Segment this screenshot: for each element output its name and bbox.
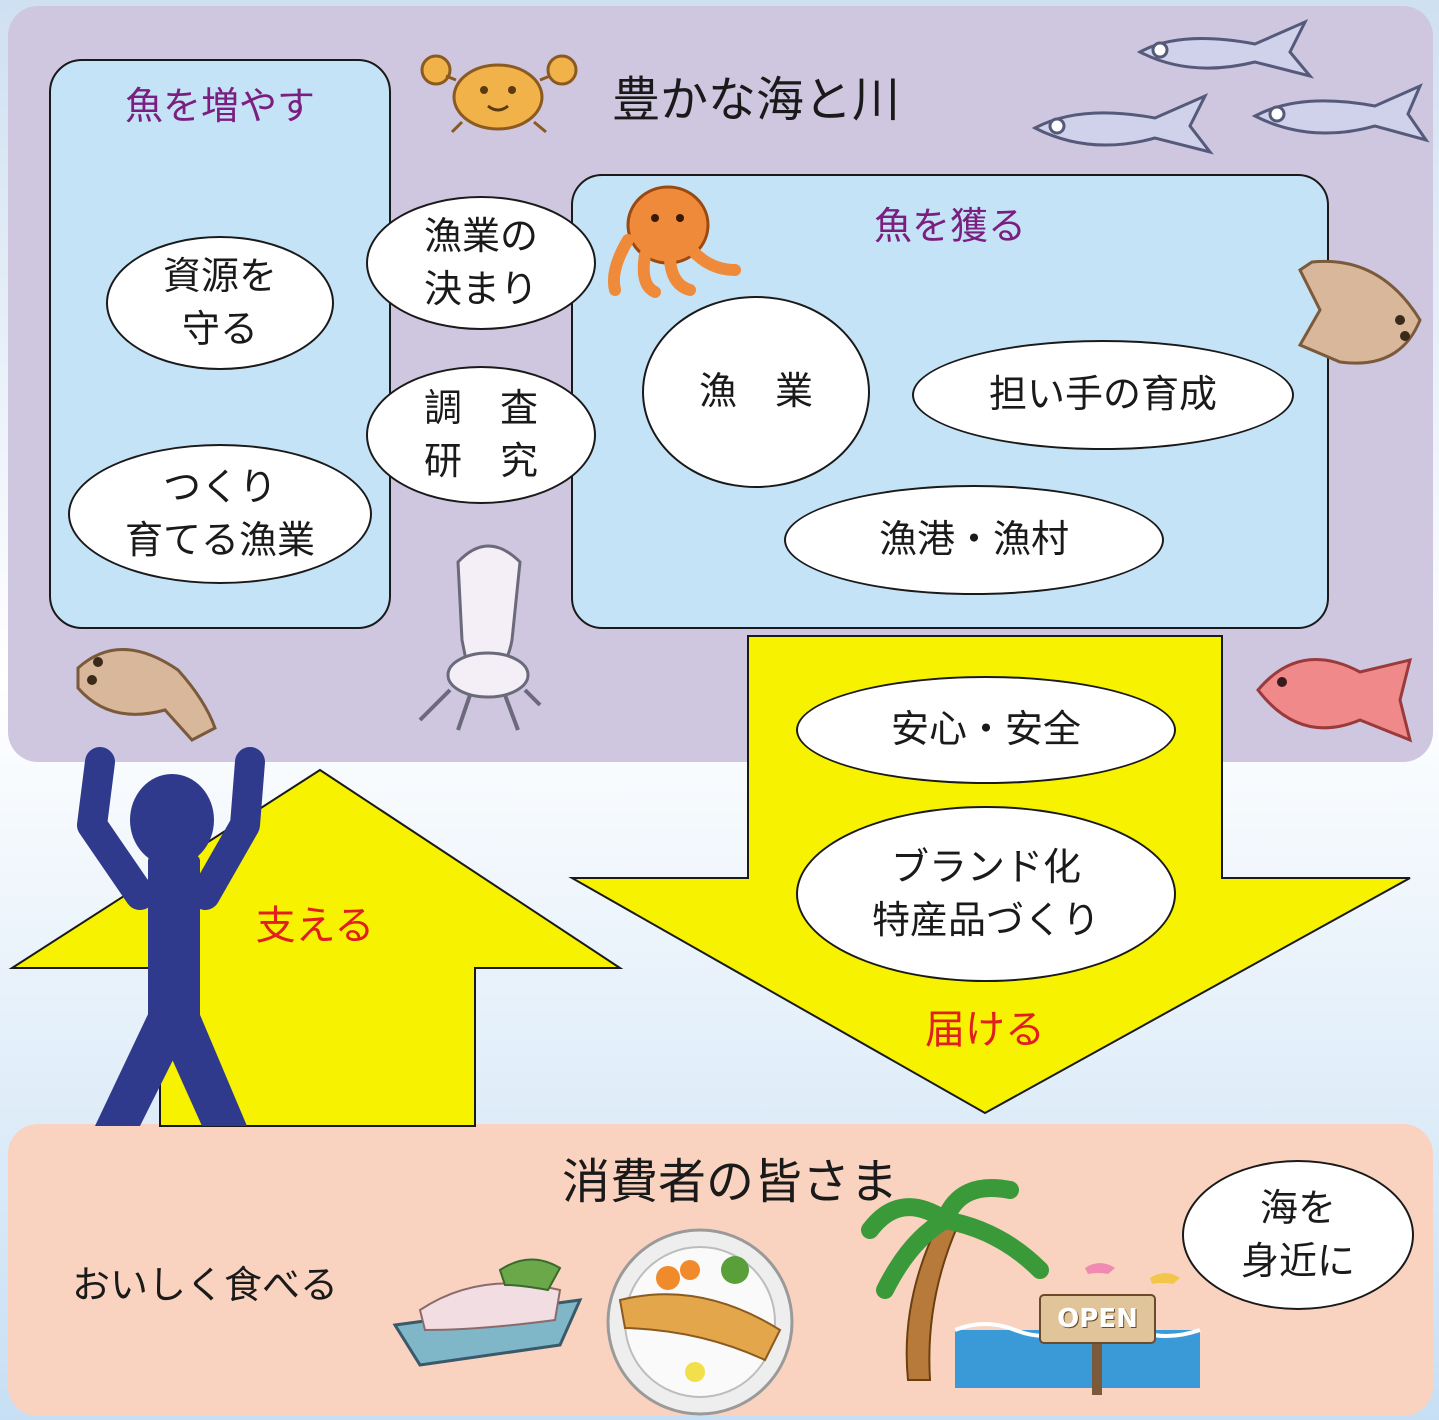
sea-title: 豊かな海と川 <box>612 72 901 128</box>
research-ellipse: 調 査 研 究 <box>366 366 596 504</box>
crab-icon <box>420 54 578 134</box>
fish-icon <box>1031 18 1430 155</box>
branding-ellipse: ブランド化 特産品づくり <box>796 806 1176 982</box>
consumers-title: 消費者の皆さま <box>561 1154 898 1210</box>
eat-deliciously-label: おいしく食べる <box>72 1263 339 1307</box>
flatfish-icon <box>76 648 217 742</box>
fishery-rules-ellipse: 漁業の 決まり <box>366 196 596 330</box>
increase-fish-title: 魚を増やす <box>124 83 315 128</box>
fishery-ellipse: 漁 業 <box>642 296 870 488</box>
protect-resources-ellipse: 資源を 守る <box>106 236 334 370</box>
palm-tree-icon <box>861 1179 1201 1395</box>
octopus-icon <box>607 185 741 298</box>
open-sign-text: OPEN <box>1057 1304 1138 1334</box>
successor-training-ellipse: 担い手の育成 <box>912 340 1294 450</box>
farming-fishery-ellipse: つくり 育てる漁業 <box>68 444 372 584</box>
safety-ellipse: 安心・安全 <box>796 676 1176 784</box>
person-icon <box>77 747 265 1126</box>
sashimi-icon <box>392 1258 583 1367</box>
grilled-fish-plate-icon <box>606 1228 794 1416</box>
sea-bream-icon <box>1256 657 1413 743</box>
squid-icon <box>418 544 542 731</box>
catch-fish-title: 魚を獲る <box>873 203 1026 248</box>
support-label: 支える <box>255 903 375 949</box>
deliver-label: 届ける <box>925 1007 1045 1053</box>
close-to-sea-ellipse: 海を 身近に <box>1182 1160 1414 1310</box>
flatfish-icon <box>1297 259 1422 365</box>
fishing-port-village-ellipse: 漁港・漁村 <box>784 485 1164 595</box>
